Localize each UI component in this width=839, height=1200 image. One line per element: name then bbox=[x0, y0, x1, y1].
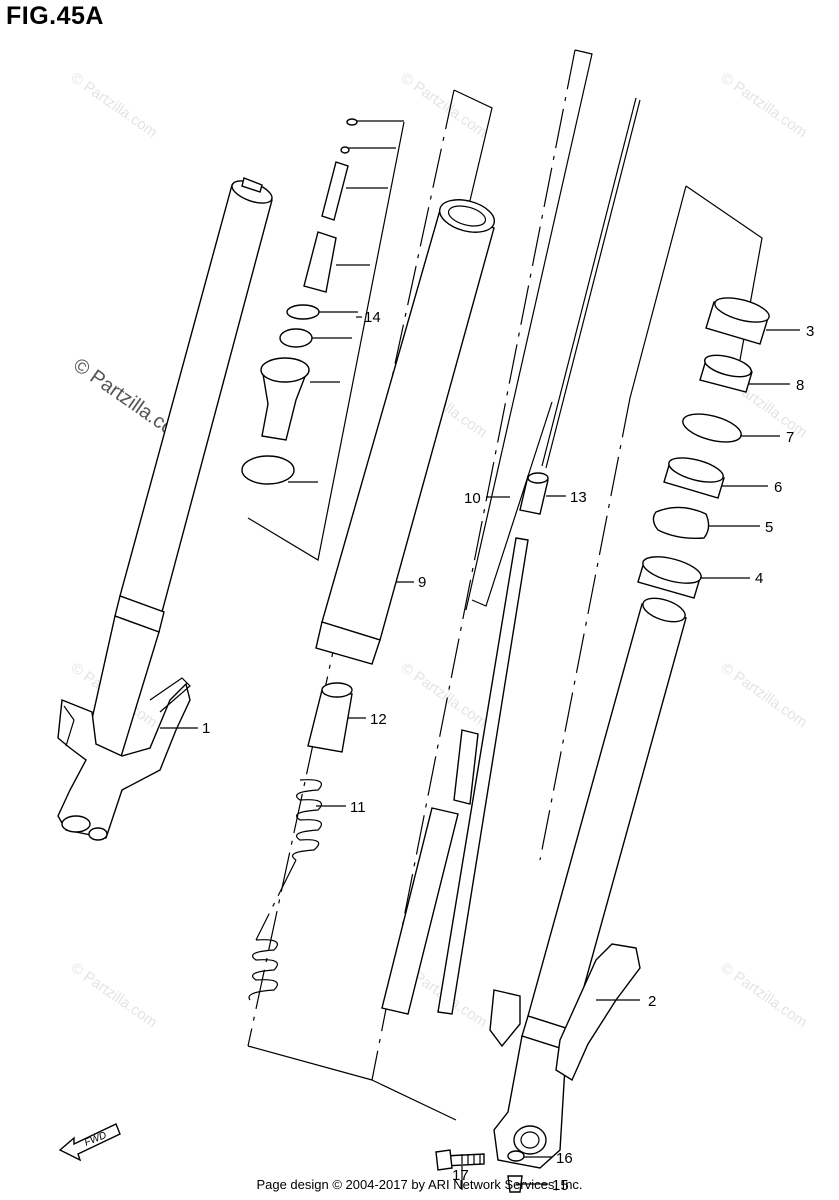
damper-rod-assembly bbox=[371, 49, 641, 1121]
callout-4[interactable]: 4 bbox=[755, 570, 763, 587]
callouts: 1 2 3 4 5 6 7 8 9 10 11 12 13 bbox=[160, 309, 814, 1194]
watermark: © Partzilla.com bbox=[718, 659, 811, 731]
callout-15[interactable]: 15 bbox=[552, 1177, 569, 1194]
callout-7[interactable]: 7 bbox=[786, 429, 794, 446]
cap-bolt-assembly bbox=[241, 118, 405, 561]
callout-17[interactable]: 17 bbox=[452, 1167, 469, 1184]
figure-title: FIG.45A bbox=[6, 2, 104, 30]
page-footer: Page design © 2004-2017 by ARI Network S… bbox=[256, 1177, 583, 1192]
callout-12[interactable]: 12 bbox=[370, 711, 387, 728]
callout-16[interactable]: 16 bbox=[556, 1150, 573, 1167]
bolt-hardware bbox=[435, 1149, 525, 1193]
callout-5[interactable]: 5 bbox=[765, 519, 773, 536]
inner-tube-assembly bbox=[247, 89, 496, 1081]
left-fork-assembly bbox=[57, 177, 273, 841]
callout-2[interactable]: 2 bbox=[648, 993, 656, 1010]
watermark: © Partzilla.com bbox=[718, 69, 811, 141]
fork-spring bbox=[248, 779, 322, 1001]
callout-8[interactable]: 8 bbox=[796, 377, 804, 394]
callout-3[interactable]: 3 bbox=[806, 323, 814, 340]
watermark: © Partzilla.com bbox=[718, 959, 811, 1031]
callout-10[interactable]: 10 bbox=[464, 490, 481, 507]
watermark: © Partzilla.com bbox=[398, 659, 491, 731]
watermark: © Partzilla.com bbox=[68, 959, 161, 1031]
callout-11[interactable]: 11 bbox=[350, 799, 366, 816]
callout-6[interactable]: 6 bbox=[774, 479, 782, 496]
callout-9[interactable]: 9 bbox=[418, 574, 426, 591]
callout-14[interactable]: 14 bbox=[364, 309, 381, 326]
callout-13[interactable]: 13 bbox=[570, 489, 587, 506]
callout-1[interactable]: 1 bbox=[202, 720, 210, 737]
right-fork-assembly bbox=[489, 185, 770, 1169]
watermark: © Partzilla.com bbox=[68, 69, 161, 141]
watermark: © Partzilla.com bbox=[398, 69, 491, 141]
forward-arrow-icon: FWD bbox=[58, 1123, 121, 1162]
